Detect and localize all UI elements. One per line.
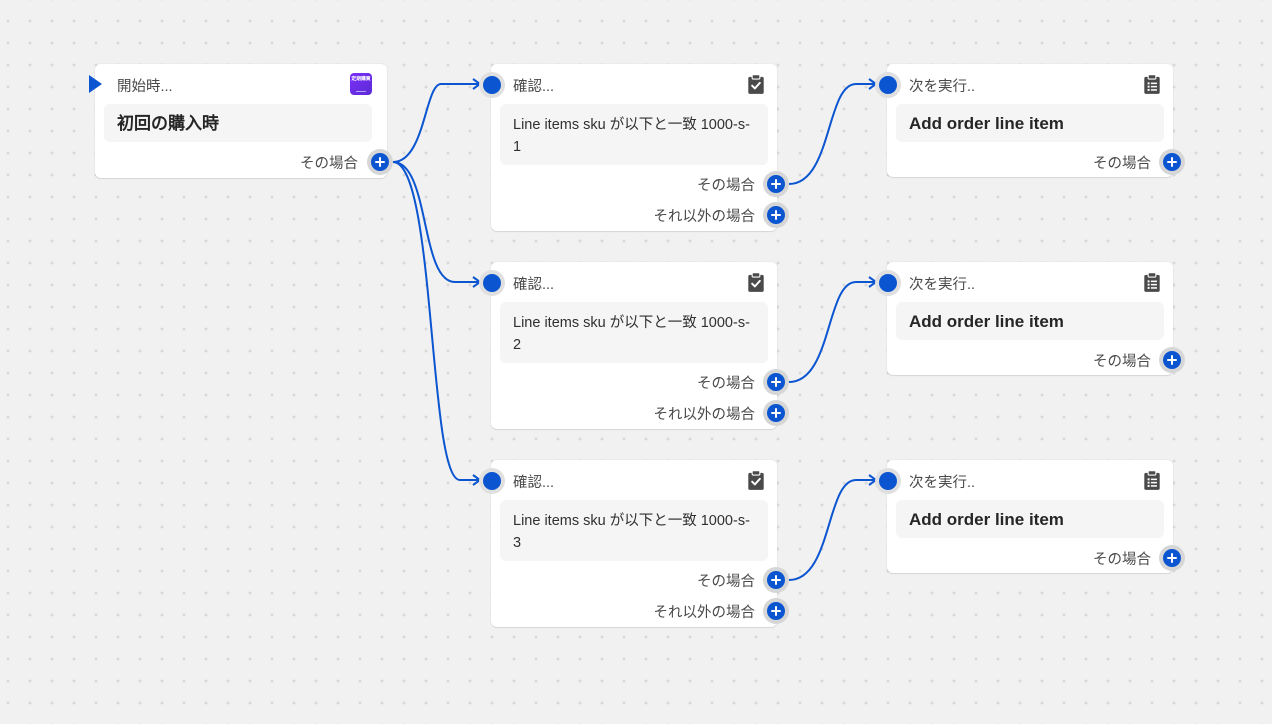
condition-branch-then: その場合	[697, 177, 755, 194]
wire-condition-2-to-action-2[interactable]	[788, 276, 878, 383]
plus-icon	[1163, 153, 1181, 171]
clipboard-check-icon	[748, 74, 764, 94]
action-title: 次を実行..	[909, 277, 976, 293]
condition-card-2[interactable]: 確認... Line items sku が以下と一致 1000-s-2 その場…	[479, 262, 789, 429]
trigger-card[interactable]: 開始時... 定期購買 初回の購入時 その場合	[89, 64, 393, 178]
condition-branch-else: それ以外の場合	[653, 604, 756, 621]
action-card-3[interactable]: 次を実行.. Add order line item その場合	[875, 460, 1185, 573]
action-body: Add order line item	[896, 104, 1164, 142]
condition-card-header: 確認...	[491, 460, 777, 500]
wire-trigger-to-condition-1[interactable]	[392, 78, 482, 163]
action-card-header: 次を実行..	[887, 262, 1173, 302]
clipboard-check-icon	[748, 272, 764, 292]
add-step-then-button[interactable]	[1159, 545, 1185, 571]
condition-body: Line items sku が以下と一致 1000-s-1	[500, 104, 768, 165]
clipboard-check-icon	[748, 470, 764, 490]
add-step-then-button[interactable]	[1159, 347, 1185, 373]
action-branch-then: その場合	[1093, 155, 1151, 172]
condition-card-3[interactable]: 確認... Line items sku が以下と一致 1000-s-3 その場…	[479, 460, 789, 627]
condition-branch-else: それ以外の場合	[653, 208, 756, 225]
input-connector[interactable]	[479, 72, 505, 98]
action-title: 次を実行..	[909, 79, 976, 95]
plus-icon	[767, 404, 785, 422]
add-step-else-button[interactable]	[763, 400, 789, 426]
plus-icon	[371, 153, 389, 171]
add-step-then-button[interactable]	[1159, 149, 1185, 175]
condition-title: 確認...	[513, 277, 555, 293]
wire-condition-3-to-action-3[interactable]	[788, 474, 878, 581]
trigger-body: 初回の購入時	[104, 104, 372, 142]
condition-branch-else: それ以外の場合	[653, 406, 756, 423]
clipboard-list-icon	[1144, 74, 1160, 94]
trigger-branch-then: その場合	[300, 150, 387, 174]
trigger-card-header: 開始時... 定期購買	[95, 64, 387, 104]
action-body: Add order line item	[896, 302, 1164, 340]
action-card-header: 次を実行..	[887, 64, 1173, 104]
input-connector[interactable]	[875, 72, 901, 98]
plus-icon	[767, 571, 785, 589]
action-card-header: 次を実行..	[887, 460, 1173, 500]
trigger-title: 開始時...	[117, 79, 173, 95]
condition-branch-then: その場合	[697, 573, 755, 590]
condition-card-header: 確認...	[491, 64, 777, 104]
input-connector[interactable]	[875, 468, 901, 494]
clipboard-list-icon	[1144, 470, 1160, 490]
plus-icon	[767, 602, 785, 620]
wire-trigger-to-condition-2[interactable]	[392, 161, 482, 288]
teiki-app-icon: 定期購買	[350, 73, 372, 95]
wire-condition-1-to-action-1[interactable]	[788, 78, 878, 185]
add-step-then-button[interactable]	[763, 567, 789, 593]
condition-title: 確認...	[513, 79, 555, 95]
input-connector[interactable]	[875, 270, 901, 296]
add-step-else-button[interactable]	[763, 598, 789, 624]
plus-icon	[767, 206, 785, 224]
action-branch-then: その場合	[1093, 551, 1151, 568]
action-branch-then: その場合	[1093, 353, 1151, 370]
condition-title: 確認...	[513, 475, 555, 491]
condition-branch-then: その場合	[697, 375, 755, 392]
plus-icon	[1163, 351, 1181, 369]
condition-body: Line items sku が以下と一致 1000-s-3	[500, 500, 768, 561]
plus-icon	[1163, 549, 1181, 567]
plus-icon	[767, 373, 785, 391]
add-step-then-button[interactable]	[367, 149, 393, 175]
add-step-then-button[interactable]	[763, 369, 789, 395]
action-title: 次を実行..	[909, 475, 976, 491]
add-step-then-button[interactable]	[763, 171, 789, 197]
input-connector[interactable]	[479, 270, 505, 296]
wire-trigger-to-condition-3[interactable]	[392, 161, 482, 486]
plus-icon	[767, 175, 785, 193]
trigger-start-marker-icon	[89, 75, 102, 93]
condition-card-header: 確認...	[491, 262, 777, 302]
clipboard-list-icon	[1144, 272, 1160, 292]
branch-label: その場合	[300, 155, 358, 172]
input-connector[interactable]	[479, 468, 505, 494]
action-card-1[interactable]: 次を実行.. Add order line item その場合	[875, 64, 1185, 177]
action-card-2[interactable]: 次を実行.. Add order line item その場合	[875, 262, 1185, 375]
condition-body: Line items sku が以下と一致 1000-s-2	[500, 302, 768, 363]
condition-card-1[interactable]: 確認... Line items sku が以下と一致 1000-s-1 その場…	[479, 64, 789, 231]
action-body: Add order line item	[896, 500, 1164, 538]
add-step-else-button[interactable]	[763, 202, 789, 228]
